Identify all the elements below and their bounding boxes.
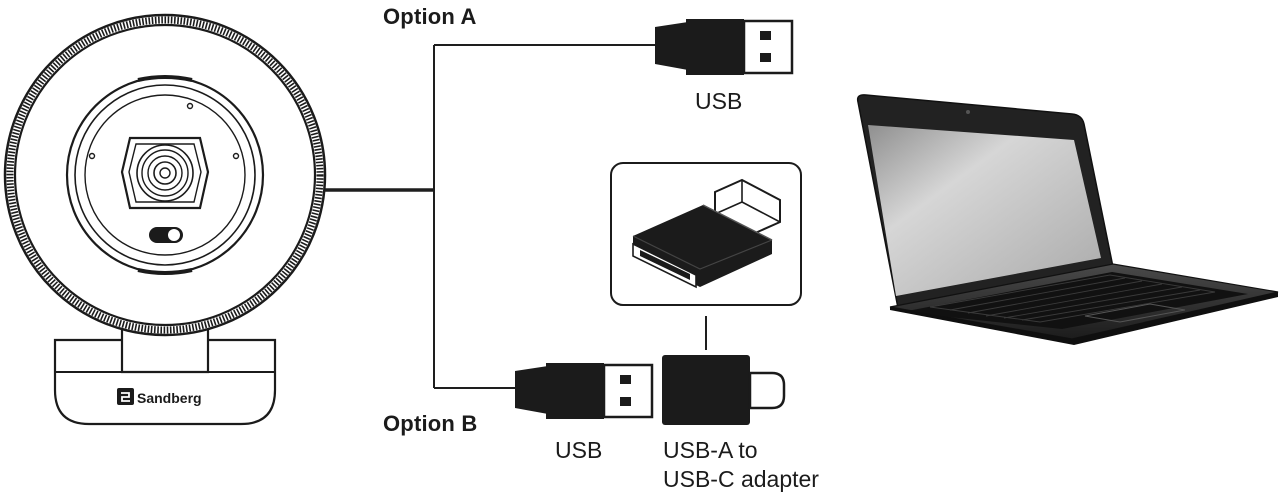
brand-name: Sandberg (137, 390, 202, 406)
option-a-label: Option A (383, 4, 477, 29)
usb-label-top: USB (695, 88, 743, 114)
privacy-slider (149, 227, 183, 243)
webcam-lens (120, 136, 210, 210)
webcam-stand: Sandberg (53, 320, 277, 426)
usb-label-bottom: USB (555, 437, 603, 463)
cable-tree (325, 44, 707, 389)
usb-plug-option-a (655, 19, 794, 75)
laptop (856, 94, 1279, 345)
webcam: Sandberg (3, 13, 327, 426)
laptop-keyboard (929, 274, 1216, 323)
adapter-label-line1: USB-A to (663, 437, 758, 463)
usb-c-adapter (662, 355, 786, 425)
adapter-detail-box (610, 162, 802, 306)
usb-plug-option-b (515, 363, 654, 419)
adapter-label-line2: USB-C adapter (663, 466, 819, 492)
sandberg-logo: Sandberg (117, 388, 202, 406)
option-b-label: Option B (383, 411, 478, 436)
